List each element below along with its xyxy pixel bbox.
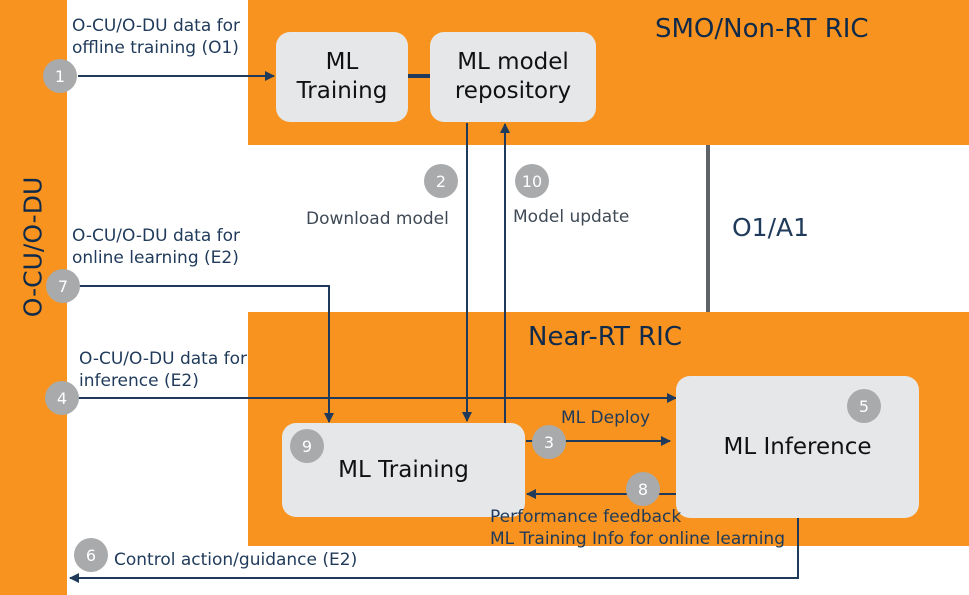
step-4-badge: 4 (45, 381, 79, 415)
ml-model-repository-label: ML model repository (454, 49, 572, 104)
step-6-label: Control action/guidance (E2) (114, 550, 358, 570)
step-2-badge: 2 (424, 164, 458, 198)
arrow-control-action (69, 517, 799, 583)
ml-inference-label: ML Inference (723, 434, 872, 460)
step-7-label: O-CU/O-DU data for online learning (E2) (72, 226, 241, 268)
smo-ml-training-box: ML Training (276, 32, 408, 122)
step-5-badge: 5 (847, 389, 881, 423)
step-10-label: Model update (513, 207, 630, 227)
step-1-badge: 1 (43, 59, 77, 93)
step-7-badge: 7 (46, 269, 80, 303)
interface-label: O1/A1 (732, 213, 810, 242)
step-10-badge: 10 (515, 164, 549, 198)
smo-ml-training-label: ML Training (296, 49, 388, 104)
step-6-badge: 6 (74, 538, 108, 572)
arrow-online-learning (78, 285, 334, 423)
feedback-info-label: ML Training Info for online learning (490, 529, 785, 549)
step-1-label: O-CU/O-DU data for offline training (O1) (72, 16, 241, 58)
step-4-label: O-CU/O-DU data for inference (E2) (79, 349, 248, 391)
ml-model-repository-box: ML model repository (430, 32, 596, 122)
step-9-badge: 9 (290, 429, 324, 463)
near-rt-title: Near-RT RIC (528, 322, 682, 352)
step-8-label: Performance feedback (490, 507, 682, 527)
ml-inference-box: ML Inference (676, 376, 919, 518)
smo-title: SMO/Non-RT RIC (655, 14, 869, 44)
step-3-label: ML Deploy (561, 408, 651, 428)
near-rt-ml-training-label: ML Training (338, 457, 469, 483)
step-2-label: Download model (306, 209, 449, 229)
step-8-badge: 8 (626, 472, 660, 506)
step-3-badge: 3 (532, 425, 566, 459)
